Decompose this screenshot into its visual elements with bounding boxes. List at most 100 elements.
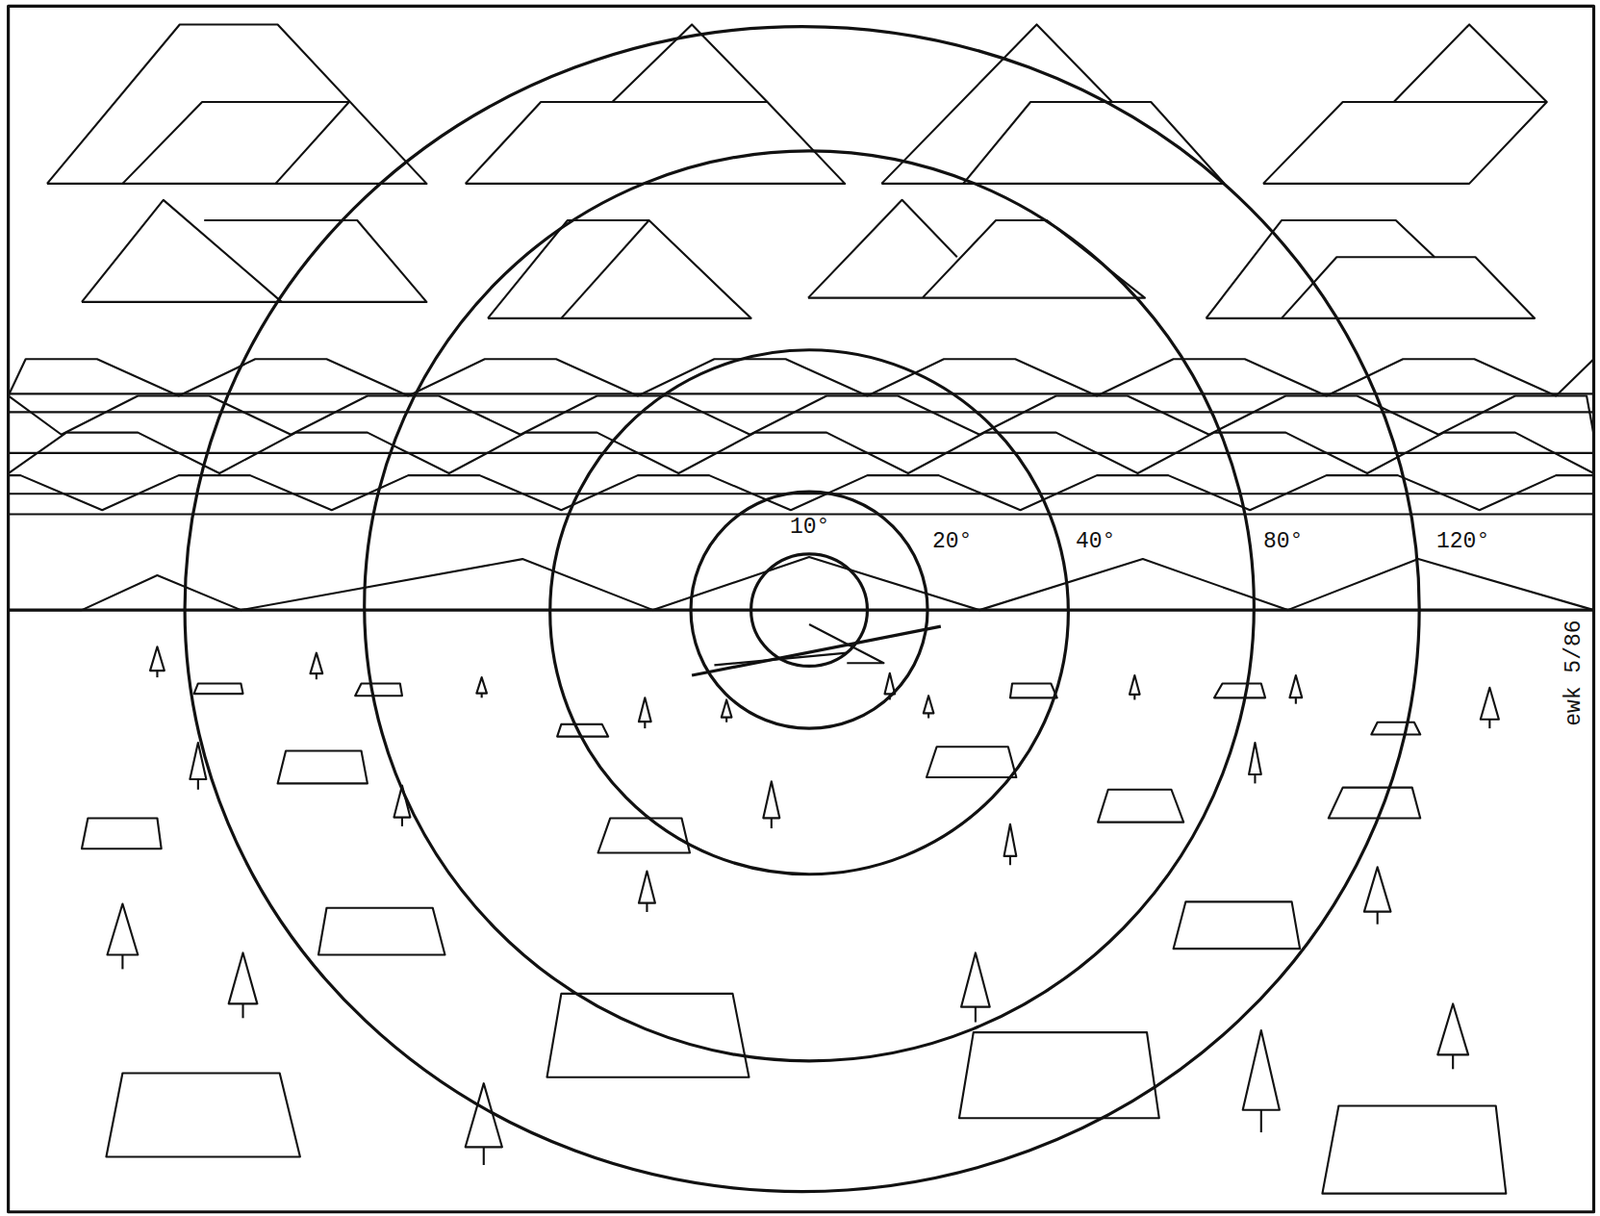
tree-symbol	[1480, 687, 1499, 720]
tree-symbol	[1004, 824, 1017, 857]
tree-trunk	[1376, 912, 1379, 925]
tree-trunk	[482, 1146, 485, 1166]
mountain-outline	[487, 220, 752, 319]
field-trapezoid	[81, 817, 162, 849]
mark-line	[691, 626, 941, 676]
field-trapezoid	[1321, 1105, 1506, 1194]
field-trapezoid	[1328, 787, 1421, 819]
mountain-range	[8, 395, 1595, 434]
field-trapezoid	[1097, 789, 1184, 823]
field-trapezoid	[557, 724, 609, 737]
mountain-outline	[47, 24, 427, 183]
field-trapezoid	[547, 993, 750, 1078]
tree-symbol	[106, 904, 138, 956]
field-trapezoid	[105, 1073, 300, 1158]
mountain-outline	[560, 220, 649, 319]
degree-label: 120°	[1434, 530, 1492, 555]
tree-symbol	[721, 699, 733, 717]
field-trapezoid	[1371, 722, 1421, 736]
range-line	[8, 392, 1595, 395]
mark-line	[809, 624, 884, 663]
center-marks	[691, 624, 941, 676]
field-trapezoid	[1214, 683, 1266, 698]
tree-symbol	[923, 695, 935, 713]
mountain-outline	[1281, 256, 1435, 319]
signature-note: ewk 5/86	[1561, 618, 1586, 729]
tree-trunk	[197, 779, 200, 790]
tree-trunk	[645, 903, 648, 913]
field-circle	[690, 491, 928, 729]
tree-trunk	[241, 1003, 244, 1018]
mountain-outline	[81, 200, 282, 303]
tree-symbol	[1243, 1030, 1280, 1111]
tree-symbol	[1248, 742, 1262, 775]
field-trapezoid	[1010, 683, 1058, 698]
tree-trunk	[401, 817, 404, 827]
mountain-outline	[963, 101, 1224, 184]
tree-symbol	[638, 697, 652, 722]
field-trapezoid	[194, 683, 244, 694]
field-trapezoid	[926, 746, 1016, 778]
mountain-outline	[81, 220, 427, 303]
tree-trunk	[1260, 1110, 1263, 1133]
degree-label: 10°	[787, 515, 832, 540]
mountain-outline	[1394, 24, 1548, 102]
mountain-outline	[1263, 101, 1548, 184]
tree-symbol	[228, 952, 258, 1004]
tree-trunk	[725, 717, 728, 723]
mark-line	[713, 653, 847, 666]
range-line	[8, 452, 1595, 455]
field-circle	[550, 350, 1069, 875]
field-trapezoid	[959, 1032, 1160, 1118]
tree-symbol	[961, 952, 991, 1007]
mountain-outline	[122, 101, 349, 184]
tree-symbol	[1364, 866, 1392, 912]
tree-trunk	[770, 817, 773, 829]
tree-symbol	[1289, 675, 1302, 698]
tree-trunk	[1295, 697, 1297, 705]
tree-trunk	[155, 670, 158, 678]
mountain-outline	[808, 220, 1145, 299]
tree-trunk	[481, 693, 483, 699]
field-trapezoid	[278, 750, 368, 784]
mountain-group	[47, 24, 1548, 318]
tree-trunk	[927, 712, 930, 718]
tree-trunk	[643, 721, 646, 729]
field-trapezoid	[318, 908, 445, 956]
tree-trunk	[1488, 719, 1491, 729]
tree-symbol	[1129, 675, 1141, 695]
mountain-outline	[1206, 220, 1535, 319]
mountain-outline	[881, 24, 1113, 183]
tree-symbol	[476, 677, 487, 694]
tree-trunk	[315, 673, 318, 680]
field-trapezoid	[1173, 901, 1300, 949]
frame	[8, 5, 1595, 1212]
mountain-range-group	[8, 358, 1595, 610]
visual-field-circles	[184, 26, 1420, 1193]
tree-symbol	[150, 646, 165, 671]
tree-symbol	[310, 653, 324, 675]
mountain-range	[8, 358, 1595, 396]
mountain-outline	[808, 200, 958, 299]
field-circle	[364, 151, 1255, 1062]
field-trapezoid	[355, 683, 403, 696]
tree-symbol	[885, 673, 896, 695]
tree-trunk	[121, 954, 124, 969]
tree-trunk	[1133, 694, 1136, 701]
field-circle	[751, 554, 868, 667]
tree-symbol	[762, 781, 780, 818]
tree-trunk	[1451, 1054, 1454, 1069]
tree-trunk	[1253, 774, 1256, 784]
mountain-range	[8, 557, 1595, 610]
tree-symbol	[638, 871, 656, 904]
tree-trunk	[974, 1007, 977, 1023]
mountain-outline	[465, 101, 845, 184]
field-circle	[184, 26, 1420, 1193]
degree-label: 20°	[930, 530, 974, 555]
mountain-outline	[881, 182, 1224, 185]
degree-label: 40°	[1073, 530, 1118, 555]
tree-symbol	[1437, 1003, 1469, 1055]
tree-trunk	[1009, 856, 1012, 865]
